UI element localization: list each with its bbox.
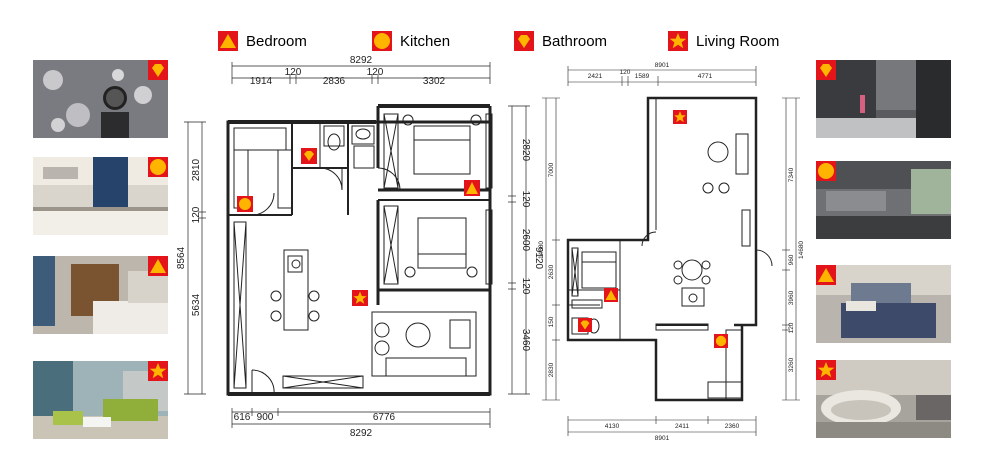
bedroom-photo [33, 256, 168, 334]
left-right-seg: 120 [520, 278, 531, 295]
left-left-seg: 2810 [191, 158, 202, 181]
left-right-seg: 2600 [520, 229, 531, 252]
left-right-seg: 2820 [520, 139, 531, 162]
left-left-seg: 5634 [191, 293, 202, 316]
bedroom-photo-art [33, 256, 168, 334]
star-icon [352, 290, 368, 306]
living-room-photo-art [33, 361, 168, 439]
legend-label: Kitchen [400, 32, 451, 50]
triangle-icon [464, 180, 480, 196]
legend-label: Living Room [696, 32, 780, 50]
diamond-icon [148, 60, 168, 80]
kitchen-photo-right [816, 161, 951, 239]
left-top-seg: 120 [285, 67, 302, 78]
circle-icon [237, 196, 253, 212]
left-bottom-seg: 6776 [373, 412, 396, 423]
bathroom-photo-right-art [816, 60, 951, 138]
bathroom-photo-art [33, 60, 168, 138]
diamond-icon [301, 148, 317, 164]
left-top-seg: 2836 [323, 76, 346, 87]
left-right-seg: 120 [520, 191, 531, 208]
left-bottom-seg: 900 [257, 412, 274, 423]
left-top-total: 8292 [350, 55, 373, 66]
left-dimension-lines [184, 62, 530, 428]
left-top-seg: 120 [367, 67, 384, 78]
left-left-seg: 120 [191, 206, 202, 223]
left-outer-wall [226, 120, 492, 396]
left-bottom-total: 8292 [350, 428, 373, 439]
kitchen-photo-right-art [816, 161, 951, 239]
legend-label: Bathroom [542, 32, 608, 50]
left-top-seg: 1914 [250, 76, 273, 87]
triangle-icon [148, 256, 168, 276]
left-left-total: 8564 [176, 246, 187, 269]
star-icon [816, 360, 836, 380]
left-right-total: 9120 [533, 247, 544, 270]
bedroom-photo-right [816, 265, 951, 343]
left-right-seg: 3460 [520, 329, 531, 352]
left-room-markers [237, 148, 480, 306]
left-bottom-seg: 616 [234, 412, 251, 423]
bathroom-photo [33, 60, 168, 138]
diamond-icon [514, 31, 534, 51]
legend-bathroom: Bathroom [514, 30, 607, 52]
bathroom-photo-right [816, 60, 951, 138]
kitchen-photo-art [33, 157, 168, 235]
legend-kitchen: Kitchen [372, 30, 450, 52]
circle-icon [816, 161, 836, 181]
left-top-seg: 3302 [423, 76, 446, 87]
legend-bedroom: Bedroom [218, 30, 307, 52]
legend-living-room: Living Room [668, 30, 779, 52]
circle-icon [372, 31, 392, 51]
living-room-photo [33, 361, 168, 439]
triangle-icon [218, 31, 238, 51]
living-room-photo-right-art [816, 360, 951, 438]
triangle-icon [816, 265, 836, 285]
kitchen-photo [33, 157, 168, 235]
circle-icon [148, 157, 168, 177]
star-icon [668, 31, 688, 51]
diamond-icon [816, 60, 836, 80]
legend-label: Bedroom [246, 32, 307, 50]
living-room-photo-right [816, 360, 951, 438]
bedroom-photo-right-art [816, 265, 951, 343]
star-icon [148, 361, 168, 381]
